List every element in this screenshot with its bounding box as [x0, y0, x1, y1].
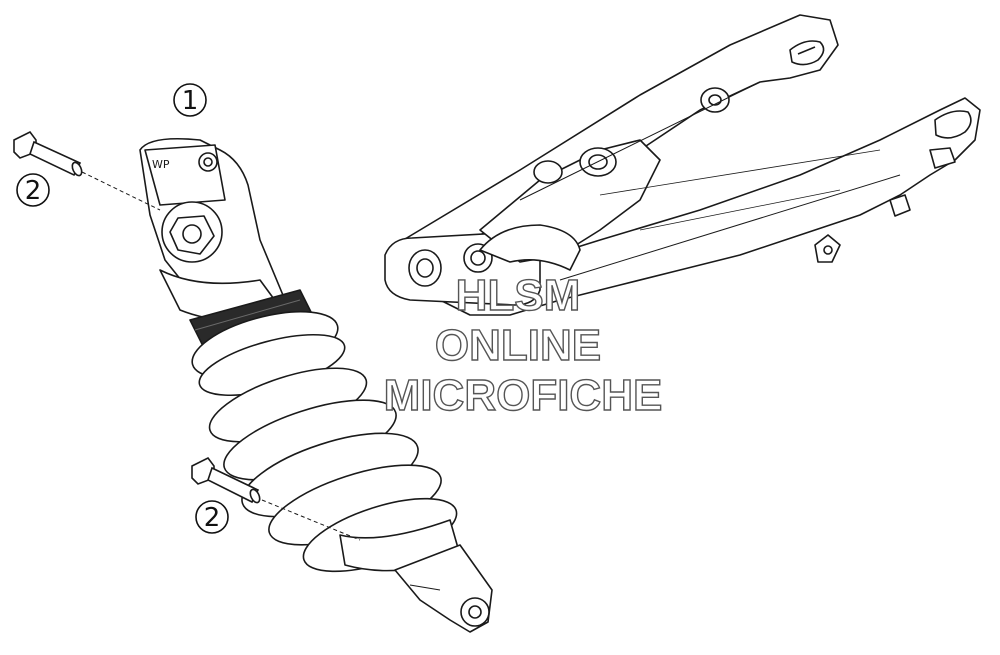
callout-2-upper-label: 2: [25, 176, 42, 206]
shock-absorber: WP: [139, 137, 493, 633]
swingarm: [384, 14, 981, 316]
watermark-line-3: MICROFICHE: [384, 371, 663, 420]
leader-lines: [81, 171, 361, 541]
callout-1-label: 1: [182, 86, 199, 116]
callout-2-upper: 2: [16, 173, 50, 207]
watermark-line-1: HLSM: [456, 271, 581, 320]
callout-2-lower: 2: [195, 500, 229, 534]
bolt-upper: [13, 130, 83, 177]
shock-brand-label: WP: [152, 158, 170, 171]
watermark: HLSM ONLINE MICROFICHE: [383, 270, 663, 420]
callout-1: 1: [173, 83, 207, 117]
watermark-line-2: ONLINE: [435, 321, 601, 370]
callout-2-lower-label: 2: [204, 503, 221, 533]
bolt-lower: [191, 456, 261, 504]
